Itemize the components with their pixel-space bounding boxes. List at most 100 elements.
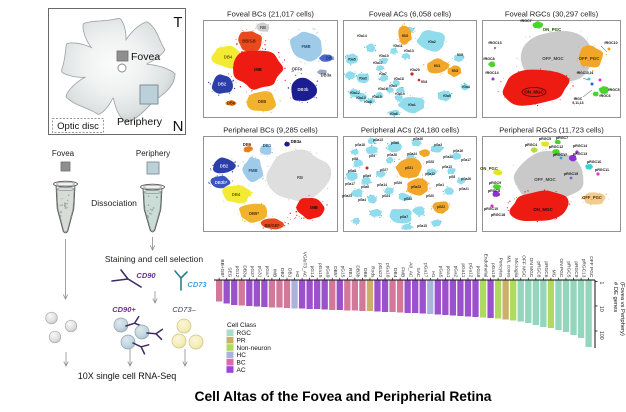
svg-text:Rods: Rods — [370, 266, 376, 278]
svg-text:ON_PGC: ON_PGC — [480, 166, 498, 171]
svg-text:DB1: DB1 — [263, 143, 272, 148]
svg-text:pGa13: pGa13 — [373, 138, 383, 142]
svg-text:IMB: IMB — [254, 67, 262, 72]
svg-text:DB2: DB2 — [220, 164, 229, 169]
svg-text:FMB: FMB — [248, 168, 257, 173]
svg-text:pG28: pG28 — [426, 160, 434, 164]
svg-text:pGa12: pGa12 — [425, 172, 435, 176]
svg-text:pG37: pG37 — [249, 266, 255, 278]
svg-text:pGa24: pGa24 — [407, 152, 417, 156]
svg-text:H1: H1 — [430, 271, 436, 277]
svg-text:fRGC14: fRGC14 — [485, 71, 498, 75]
svg-text:H2: H2 — [294, 271, 300, 277]
svg-text:fGa9: fGa9 — [443, 94, 451, 98]
svg-text:pG22: pG22 — [437, 205, 445, 209]
svg-text:CD90: CD90 — [136, 271, 156, 280]
svg-text:(Fovea vs Periphery): (Fovea vs Periphery) — [619, 282, 625, 336]
svg-text:fGa12: fGa12 — [350, 91, 360, 95]
svg-text:fGa13: fGa13 — [356, 96, 366, 100]
svg-text:IMB: IMB — [272, 269, 278, 278]
svg-text:pG28: pG28 — [404, 197, 412, 201]
svg-text:ON_PGC: ON_PGC — [543, 27, 562, 32]
svg-text:pRGC15: pRGC15 — [564, 172, 578, 176]
svg-text:CD73: CD73 — [187, 280, 207, 289]
svg-text:fGl5: fGl5 — [457, 53, 464, 57]
svg-text:fRGC13: fRGC13 — [488, 41, 501, 45]
svg-text:pRGC13: pRGC13 — [573, 152, 587, 156]
svg-text:pG8: pG8 — [449, 175, 455, 179]
svg-text:DB2: DB2 — [218, 82, 227, 87]
svg-text:fGa8: fGa8 — [364, 100, 372, 104]
svg-text:pRGC17: pRGC17 — [553, 153, 567, 157]
svg-text:pRGC16: pRGC16 — [587, 160, 601, 164]
svg-text:pRGC5: pRGC5 — [539, 137, 551, 141]
svg-text:fRGC8: fRGC8 — [483, 57, 494, 61]
svg-text:pGa4: pGa4 — [358, 198, 366, 202]
svg-text:Cell Altas of the Fovea and Pe: Cell Altas of the Fovea and Peripherial … — [195, 389, 492, 404]
svg-text:pG20: pG20 — [426, 194, 434, 198]
svg-text:Periphery: Periphery — [136, 149, 170, 158]
svg-text:pGa16: pGa16 — [385, 263, 391, 278]
svg-text:pRGC4: pRGC4 — [525, 143, 537, 147]
svg-text:10X single cell RNA-Seq: 10X single cell RNA-Seq — [78, 371, 177, 381]
svg-text:pGa21: pGa21 — [459, 187, 469, 191]
svg-text:DB1: DB1 — [287, 268, 293, 278]
svg-text:DB3a: DB3a — [291, 139, 302, 144]
svg-text:fGa5: fGa5 — [348, 58, 356, 62]
svg-text:Peripheral ACs (24,180 cells): Peripheral ACs (24,180 cells) — [361, 126, 460, 135]
svg-text:pGa11: pGa11 — [460, 263, 466, 277]
svg-text:pGa15: pGa15 — [417, 224, 427, 228]
svg-text:fGa17: fGa17 — [373, 61, 383, 65]
svg-text:pGa26: pGa26 — [461, 177, 471, 181]
svg-text:pGa6: pGa6 — [361, 185, 369, 189]
svg-text:fRGC15,16: fRGC15,16 — [577, 71, 594, 75]
svg-text:pRGC9: pRGC9 — [489, 181, 501, 185]
svg-text:fGa19: fGa19 — [395, 92, 405, 96]
svg-text:SAC: SAC — [415, 268, 421, 278]
svg-text:pRGC11: pRGC11 — [595, 168, 609, 172]
svg-text:fGa13: fGa13 — [404, 49, 414, 53]
svg-text:pGa14: pGa14 — [377, 183, 387, 187]
svg-text:SEG: SEG — [226, 267, 232, 277]
svg-text:Fovea: Fovea — [131, 51, 160, 63]
svg-text:DB3b: DB3b — [298, 87, 309, 92]
svg-text:pGa1: pGa1 — [436, 183, 444, 187]
svg-text:Microglia: Microglia — [513, 258, 519, 278]
svg-text:Periphery: Periphery — [117, 116, 163, 128]
svg-text:pRGC8: pRGC8 — [535, 261, 541, 277]
svg-text:DB5*: DB5* — [332, 266, 338, 277]
svg-text:fRGC5: fRGC5 — [608, 88, 619, 92]
svg-text:fRGC10: fRGC10 — [604, 41, 617, 45]
svg-text:Peripheral RGCs (11,723 cells): Peripheral RGCs (11,723 cells) — [499, 126, 604, 135]
svg-text:fGa2: fGa2 — [428, 40, 436, 44]
svg-text:pG21: pG21 — [405, 166, 413, 170]
svg-text:pGa23: pGa23 — [342, 194, 352, 198]
svg-text:fGa14: fGa14 — [357, 34, 367, 38]
svg-text:fGa1: fGa1 — [408, 103, 416, 107]
svg-text:DB4: DB4 — [224, 55, 233, 60]
svg-text:fGa11: fGa11 — [393, 44, 402, 48]
svg-text:AC: AC — [237, 367, 246, 374]
svg-text:Non-neuron: Non-neuron — [237, 345, 272, 352]
svg-text:DB5: DB5 — [258, 99, 267, 104]
svg-text:fGl1: fGl1 — [434, 64, 441, 68]
svg-text:pRGC6: pRGC6 — [543, 261, 549, 277]
svg-text:fRGC6: fRGC6 — [599, 94, 610, 98]
svg-text:DB6: DB6 — [243, 142, 252, 147]
svg-text:pGa19: pGa19 — [490, 263, 496, 278]
svg-text:fGl2: fGl2 — [402, 34, 409, 38]
svg-text:pGa3: pGa3 — [434, 143, 442, 147]
svg-text:fGa6: fGa6 — [390, 112, 398, 116]
svg-text:fRGC7: fRGC7 — [520, 19, 531, 23]
svg-text:ON_MGC: ON_MGC — [524, 90, 544, 95]
svg-text:fGa4: fGa4 — [462, 85, 470, 89]
svg-text:Foveal BCs (21,017 cells): Foveal BCs (21,017 cells) — [227, 10, 314, 19]
svg-text:10: 10 — [598, 306, 604, 312]
svg-text:Foveal ACs (6,058 cells): Foveal ACs (6,058 cells) — [369, 10, 452, 19]
svg-text:pGa7: pGa7 — [264, 266, 270, 278]
svg-text:M/L cones: M/L cones — [505, 255, 511, 278]
svg-text:DB6: DB6 — [227, 101, 236, 106]
svg-text:BB/GB: BB/GB — [242, 39, 256, 44]
svg-text:Fovea: Fovea — [52, 149, 75, 158]
svg-text:fGa7: fGa7 — [379, 72, 387, 76]
